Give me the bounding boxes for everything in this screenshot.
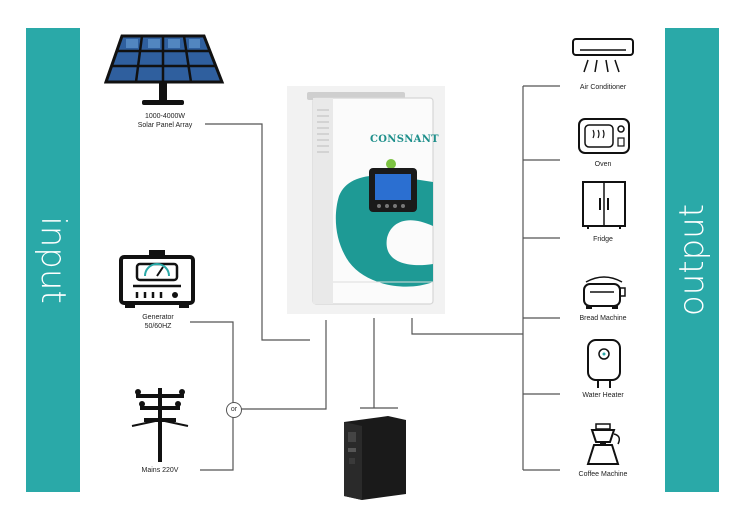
solar-power: 1000-4000W — [144, 113, 186, 120]
fridge-icon — [582, 181, 626, 229]
coffee-machine-label: Coffee Machine — [578, 471, 628, 478]
power-pole-icon — [131, 388, 189, 462]
solar-label: 1000-4000W Solar Panel Array — [115, 112, 215, 130]
water-heater-label: Water Heater — [582, 392, 624, 399]
bread-machine-label: Bread Machine — [579, 315, 627, 322]
inverter-image — [287, 86, 445, 314]
generator-name: Generator — [142, 314, 174, 321]
generator-connection — [190, 321, 234, 471]
solar-connection — [205, 123, 310, 341]
air-conditioner-icon — [572, 38, 634, 73]
oven-label: Oven — [594, 161, 612, 168]
generator-icon — [119, 250, 195, 308]
battery-connection — [360, 318, 398, 409]
air-conditioner-label: Air Conditioner — [579, 84, 627, 91]
coffee-machine-icon — [586, 423, 621, 465]
generator-freq: 50/60HZ — [144, 323, 172, 330]
oven-icon — [578, 118, 630, 154]
fridge-label: Fridge — [593, 236, 613, 243]
output-connection — [411, 86, 524, 470]
output-band: output — [665, 28, 719, 492]
toaster-icon — [583, 276, 626, 309]
solar-panel-icon — [104, 34, 225, 105]
mains-connection — [233, 320, 327, 410]
mains-label: Mains 220V — [141, 467, 179, 474]
water-heater-icon — [587, 339, 621, 388]
input-band: input — [26, 28, 80, 492]
battery-icon — [344, 416, 406, 500]
brand-logo: CONSNANT — [370, 134, 439, 145]
generator-label: Generator 50/60HZ — [108, 313, 208, 331]
solar-name: Solar Panel Array — [137, 122, 193, 129]
or-badge: or — [226, 402, 242, 418]
